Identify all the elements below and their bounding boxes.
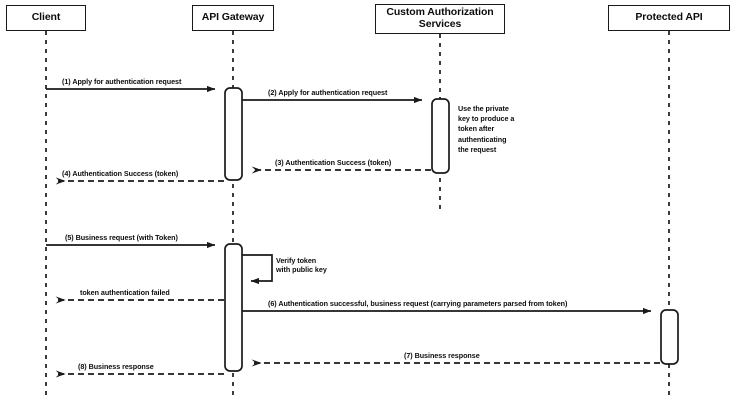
activation-authsvc-1 xyxy=(431,98,450,174)
messages-group xyxy=(46,85,660,378)
activation-bars-group xyxy=(224,87,679,372)
activation-gateway-2 xyxy=(224,243,243,372)
participant-custom-authorization-services[interactable]: Custom Authorization Services xyxy=(375,4,505,34)
participant-protected-api[interactable]: Protected API xyxy=(608,5,730,31)
message-label-8: (8) Business response xyxy=(78,362,154,371)
participant-api-gateway[interactable]: API Gateway xyxy=(192,5,274,31)
message-label-1: (1) Apply for authentication request xyxy=(62,77,182,86)
activation-gateway-1 xyxy=(224,87,243,181)
self-message-label-verify-token: Verify token with public key xyxy=(276,256,327,274)
message-label-7: (7) Business response xyxy=(404,351,480,360)
participant-client[interactable]: Client xyxy=(6,5,86,31)
message-label-2: (2) Apply for authentication request xyxy=(268,88,388,97)
message-label-5: (5) Business request (with Token) xyxy=(65,233,178,242)
activation-protapi-1 xyxy=(660,309,679,365)
note-private-key: Use the private key to produce a token a… xyxy=(458,104,515,154)
message-label-token-failed: token authentication failed xyxy=(80,288,170,297)
message-label-4: (4) Authentication Success (token) xyxy=(62,169,179,178)
self-message-verify-token xyxy=(242,254,273,285)
lifelines-group xyxy=(45,31,670,399)
message-label-6: (6) Authentication successful, business … xyxy=(268,299,568,308)
message-label-3: (3) Authentication Success (token) xyxy=(275,158,392,167)
